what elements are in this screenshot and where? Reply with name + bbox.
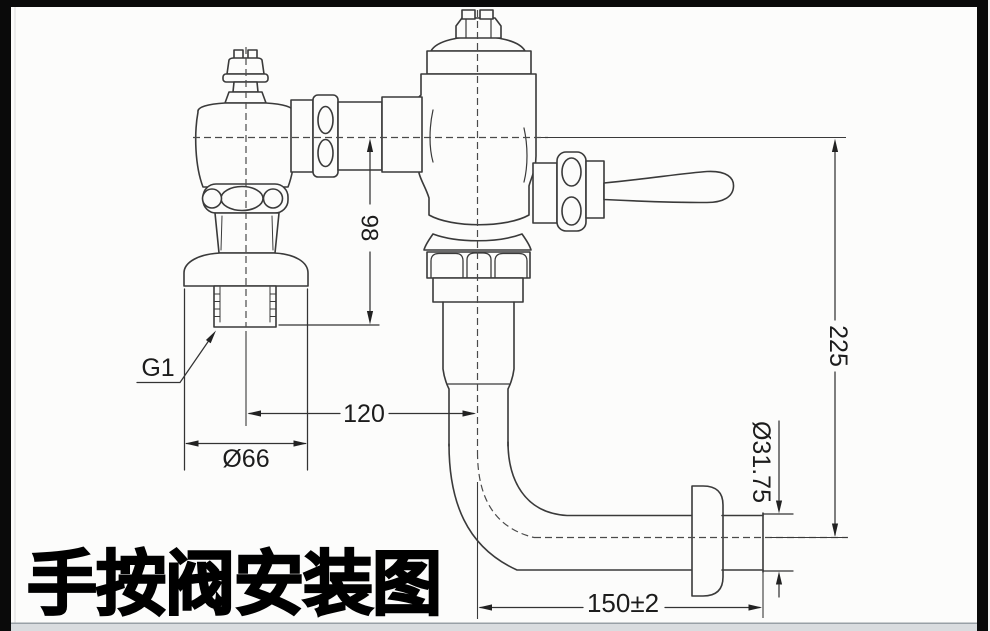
cap-tab xyxy=(461,9,476,20)
arrowhead xyxy=(775,500,783,514)
arrowhead xyxy=(775,571,783,585)
bracket-hole xyxy=(561,196,582,226)
dim-3175-extensions xyxy=(762,513,794,572)
footer-strip xyxy=(11,624,977,631)
footer-divider-line xyxy=(11,622,977,625)
centerlines xyxy=(193,10,848,539)
hex-nut-facets xyxy=(430,252,528,279)
stop-valve-screw-head xyxy=(226,57,265,75)
elbow-inner-curve xyxy=(507,441,701,517)
dim-outlet-length-label: 150±2 xyxy=(587,588,659,618)
arrowhead xyxy=(478,604,492,611)
coupling-hex-nut xyxy=(426,251,531,279)
drawing-title: 手按阀安装图 xyxy=(26,544,443,624)
inlet-hub xyxy=(381,96,423,173)
stop-valve-body xyxy=(194,102,297,188)
wall-flange xyxy=(691,485,724,597)
lower-nut-hole xyxy=(262,188,284,209)
thread-ticks xyxy=(213,293,277,317)
arrowhead xyxy=(831,523,839,537)
handle-lever xyxy=(603,170,735,204)
connecting-pipe xyxy=(337,101,383,171)
dimension-lines xyxy=(136,145,836,609)
hex-facet-lines xyxy=(465,18,492,39)
arrowhead xyxy=(748,604,762,611)
arrowhead xyxy=(205,330,216,344)
arrowhead xyxy=(366,138,374,152)
dim-66-extensions xyxy=(183,288,309,471)
handle-mount xyxy=(532,162,558,224)
sheet-edge-line xyxy=(14,7,16,623)
dim-120-label: 120 xyxy=(343,400,385,428)
dim-98-label: 98 xyxy=(356,215,383,242)
lower-nut-oval xyxy=(220,185,264,212)
stop-valve-outlet-hub xyxy=(290,99,314,173)
valve-cap-hex xyxy=(455,17,502,39)
arrowhead xyxy=(185,440,199,447)
elbow-outer-curve xyxy=(448,443,701,571)
taper-shading xyxy=(220,215,274,251)
elbow-centerline-arc xyxy=(476,451,535,539)
frame-left-bar xyxy=(0,0,11,631)
g1-threaded-nipple xyxy=(213,285,277,328)
down-pipe-left-edge xyxy=(442,301,450,447)
outlet-pipe-end xyxy=(721,514,764,571)
thread-g1-label: G1 xyxy=(141,354,174,382)
dim-flange-diameter-label: Ø66 xyxy=(222,445,269,473)
cap-tab xyxy=(479,9,494,20)
bonnet-band xyxy=(426,50,532,75)
frame-right-sliver xyxy=(988,0,990,631)
frame-right-bar xyxy=(977,0,988,631)
handle-step xyxy=(585,160,605,219)
arrowhead xyxy=(831,138,839,152)
g1-leader-line xyxy=(136,335,213,384)
down-pipe-right-edge xyxy=(507,301,515,447)
dim-pipe-diameter-label: Ø31.75 xyxy=(747,421,775,503)
reference-lines xyxy=(245,136,847,619)
arrowhead xyxy=(462,410,476,417)
union-nut-hole xyxy=(317,105,334,135)
stop-valve-taper-neck xyxy=(214,212,280,254)
arrowhead xyxy=(366,311,374,325)
union-nut-hole xyxy=(317,138,334,168)
dim-225-label: 225 xyxy=(824,325,852,367)
frame-top-bar xyxy=(0,0,990,7)
arrowhead xyxy=(247,410,261,417)
handle-assembly xyxy=(532,151,735,232)
arrowhead xyxy=(293,440,307,447)
lower-nut-hole xyxy=(201,188,223,209)
dimension-arrowheads xyxy=(185,138,839,611)
bracket-hole xyxy=(561,157,582,187)
